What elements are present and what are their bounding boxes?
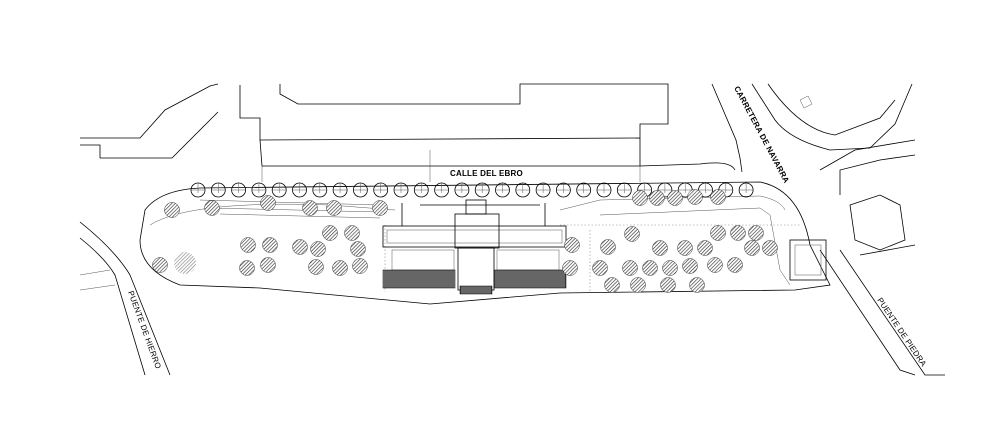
park-tree bbox=[660, 277, 676, 293]
park-trees bbox=[152, 189, 778, 293]
park-tree bbox=[624, 226, 640, 242]
label-puente-de-piedra: PUENTE DE PIEDRA bbox=[875, 296, 928, 369]
park-tree bbox=[260, 257, 276, 273]
park-tree bbox=[677, 240, 693, 256]
park-tree bbox=[604, 277, 620, 293]
park-tree bbox=[730, 225, 746, 241]
park-tree bbox=[239, 260, 255, 276]
museum-building bbox=[382, 199, 567, 295]
large-tree bbox=[174, 252, 196, 274]
park-tree bbox=[744, 240, 760, 256]
city-block-east bbox=[751, 83, 916, 256]
park-tree bbox=[748, 225, 764, 241]
park-tree bbox=[308, 259, 324, 275]
park-tree bbox=[707, 257, 723, 273]
park-tree bbox=[622, 260, 638, 276]
park-tree bbox=[762, 240, 778, 256]
city-block-northwest bbox=[80, 83, 219, 159]
park-tree bbox=[652, 240, 668, 256]
park-tree bbox=[632, 190, 648, 206]
park-tree bbox=[667, 190, 683, 206]
park-tree bbox=[592, 260, 608, 276]
park-tree bbox=[322, 225, 338, 241]
park-tree bbox=[727, 257, 743, 273]
street-tree-row bbox=[190, 182, 754, 198]
park-tree bbox=[326, 200, 342, 216]
park-tree bbox=[352, 258, 368, 274]
park-tree bbox=[152, 257, 168, 273]
park-tree bbox=[564, 237, 580, 253]
park-tree bbox=[204, 200, 220, 216]
park-tree bbox=[600, 239, 616, 255]
puente-de-piedra-road bbox=[819, 249, 945, 376]
park-tree bbox=[260, 195, 276, 211]
park-tree bbox=[310, 241, 326, 257]
park-tree bbox=[292, 239, 308, 255]
city-block-north bbox=[239, 83, 743, 182]
puente-de-hierro-road bbox=[79, 221, 171, 376]
park-tree bbox=[710, 189, 726, 205]
park-tree bbox=[240, 237, 256, 253]
park-tree bbox=[262, 237, 278, 253]
pavilion-east bbox=[789, 239, 827, 281]
park-tree bbox=[332, 260, 348, 276]
park-tree bbox=[710, 225, 726, 241]
park-tree bbox=[649, 190, 665, 206]
park-tree bbox=[697, 240, 713, 256]
park-tree bbox=[689, 277, 705, 293]
park-tree bbox=[642, 260, 658, 276]
park-tree bbox=[687, 189, 703, 205]
park-tree bbox=[164, 202, 180, 218]
park-tree bbox=[630, 277, 646, 293]
park-tree bbox=[372, 200, 388, 216]
park-tree bbox=[302, 200, 318, 216]
park-tree bbox=[662, 260, 678, 276]
label-calle-del-ebro: CALLE DEL EBRO bbox=[450, 169, 523, 178]
park-tree bbox=[682, 258, 698, 274]
park-tree bbox=[562, 260, 578, 276]
park-tree bbox=[344, 225, 360, 241]
park-tree bbox=[350, 241, 366, 257]
